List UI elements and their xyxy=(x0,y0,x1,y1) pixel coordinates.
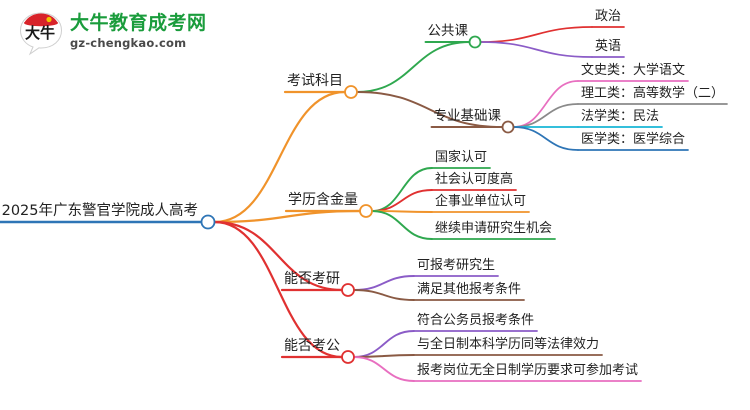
mindmap-branch-node-能否考研[interactable] xyxy=(341,283,355,297)
mindmap-leaf-法学类民法[interactable]: 法学类：民法 xyxy=(581,109,660,124)
mindmap-leaf-与全日制本科学历同等[interactable]: 与全日制本科学历同等法律效力 xyxy=(417,337,600,352)
svg-text:大牛: 大牛 xyxy=(25,24,55,42)
mindmap-branch-node-能否考公[interactable] xyxy=(341,350,355,364)
mindmap-leaf-医学类医学综合[interactable]: 医学类：医学综合 xyxy=(581,132,686,147)
mindmap-branch-label-学历含金量[interactable]: 学历含金量 xyxy=(288,192,358,208)
mindmap-branch-label-能否考公[interactable]: 能否考公 xyxy=(284,338,340,354)
mindmap-subnode-公共课[interactable] xyxy=(468,35,482,49)
mindmap-leaf-政治[interactable]: 政治 xyxy=(595,9,622,24)
site-logo[interactable]: 大牛 大牛教育成考网 gz-chengkao.com xyxy=(18,8,218,60)
mindmap-leaf-英语[interactable]: 英语 xyxy=(595,39,622,54)
mindmap-leaf-企事业单位认可[interactable]: 企事业单位认可 xyxy=(435,194,527,209)
mindmap-subnode-专业基础课[interactable] xyxy=(501,120,515,134)
mindmap-leaf-文史类大学语文[interactable]: 文史类：大学语文 xyxy=(581,63,686,78)
mindmap-branch-node-学历含金量[interactable] xyxy=(359,204,373,218)
bull-speech-bubble-logo-icon: 大牛 xyxy=(19,12,63,56)
mindmap-root-label[interactable]: 2025年广东警官学院成人高考 xyxy=(1,202,198,219)
mindmap-leaf-继续申请研究生机会[interactable]: 继续申请研究生机会 xyxy=(435,221,553,236)
logo-brand-en: gz-chengkao.com xyxy=(70,36,187,50)
mindmap-leaf-符合公务员报考条件[interactable]: 符合公务员报考条件 xyxy=(417,313,535,328)
mindmap-branch-label-考试科目[interactable]: 考试科目 xyxy=(287,73,343,89)
mindmap-leaf-理工类高等数学二[interactable]: 理工类：高等数学（二） xyxy=(581,86,725,101)
mindmap-leaf-可报考研究生[interactable]: 可报考研究生 xyxy=(417,258,496,273)
mindmap-branch-label-能否考研[interactable]: 能否考研 xyxy=(284,271,340,287)
mindmap-leaf-满足其他报考条件[interactable]: 满足其他报考条件 xyxy=(417,282,522,297)
mindmap-sublabel-公共课[interactable]: 公共课 xyxy=(427,22,469,39)
mindmap-branch-node-考试科目[interactable] xyxy=(344,85,358,99)
mindmap-leaf-报考岗位无全日制学历[interactable]: 报考岗位无全日制学历要求可参加考试 xyxy=(417,363,639,378)
mindmap-leaf-国家认可[interactable]: 国家认可 xyxy=(435,150,488,165)
mindmap-root-node[interactable] xyxy=(200,214,216,230)
logo-wordmark: 大牛教育成考网 gz-chengkao.com xyxy=(70,12,220,50)
mindmap-leaf-社会认可度高[interactable]: 社会认可度高 xyxy=(435,172,514,187)
logo-brand-cn: 大牛教育成考网 xyxy=(70,12,207,34)
mindmap-sublabel-专业基础课[interactable]: 专业基础课 xyxy=(433,107,502,124)
